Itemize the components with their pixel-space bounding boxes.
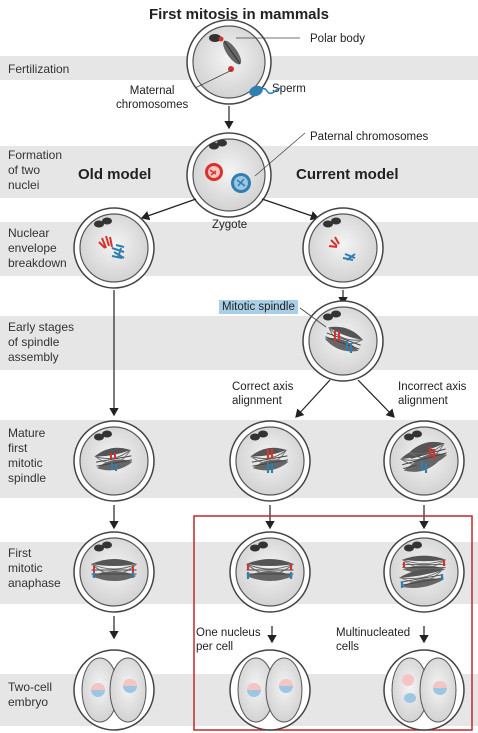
- old-anaphase-cell: [73, 531, 155, 613]
- stage-fertilization: Fertilization: [8, 62, 70, 76]
- current-model-breakdown-cell: [302, 207, 384, 289]
- polar-body-label: Polar body: [310, 33, 365, 45]
- incorrect-alignment-label: Incorrect axis alignment: [398, 381, 467, 407]
- current-model-heading: Current model: [296, 166, 399, 183]
- highlight-box: [193, 515, 473, 731]
- early-spindle-cell: [302, 300, 384, 382]
- stage-formation: Formation of two nuclei: [8, 148, 63, 192]
- old-mature-spindle-cell: [73, 420, 155, 502]
- paternal-pronucleus: [231, 173, 251, 193]
- old-model-heading: Old model: [78, 166, 152, 183]
- zygote-label: Zygote: [212, 219, 248, 231]
- stage-breakdown: Nuclear envelope breakdown: [8, 226, 67, 270]
- mitotic-spindle-label: Mitotic spindle: [219, 300, 298, 314]
- correct-mature-spindle-cell: [229, 420, 311, 502]
- correct-two-cell-embryo: [229, 649, 311, 731]
- stage-early: Early stages of spindle assembly: [8, 320, 75, 364]
- paternal-chromosomes-label: Paternal chromosomes: [310, 131, 429, 143]
- meiotic-spindle: [223, 40, 242, 65]
- stage-mature: Mature first mitotic spindle: [8, 426, 47, 485]
- incorrect-anaphase-cell: [383, 531, 465, 613]
- stage-anaphase: First mitotic anaphase: [8, 546, 61, 590]
- sperm: [249, 85, 283, 97]
- zygote-cell: [186, 132, 272, 218]
- diagram-title: First mitosis in mammals: [148, 6, 330, 23]
- multinucleated-label: Multinucleated cells: [336, 627, 411, 653]
- correct-alignment-label: Correct axis alignment: [232, 381, 294, 407]
- sperm-label: Sperm: [272, 83, 306, 95]
- incorrect-mature-spindle-cell: [383, 420, 465, 502]
- polar-body: [209, 34, 221, 42]
- maternal-chromosomes-label: Maternal chromosomes: [116, 85, 189, 111]
- old-two-cell-embryo: [73, 649, 155, 731]
- stage-twocell: Two-cell embryo: [8, 680, 53, 709]
- maternal-pronucleus: [205, 163, 223, 181]
- old-model-breakdown-cell: [73, 207, 155, 289]
- correct-anaphase-cell: [229, 531, 311, 613]
- band-early: [0, 316, 478, 370]
- incorrect-two-cell-embryo: [383, 649, 465, 731]
- one-nucleus-label: One nucleus per cell: [196, 627, 261, 653]
